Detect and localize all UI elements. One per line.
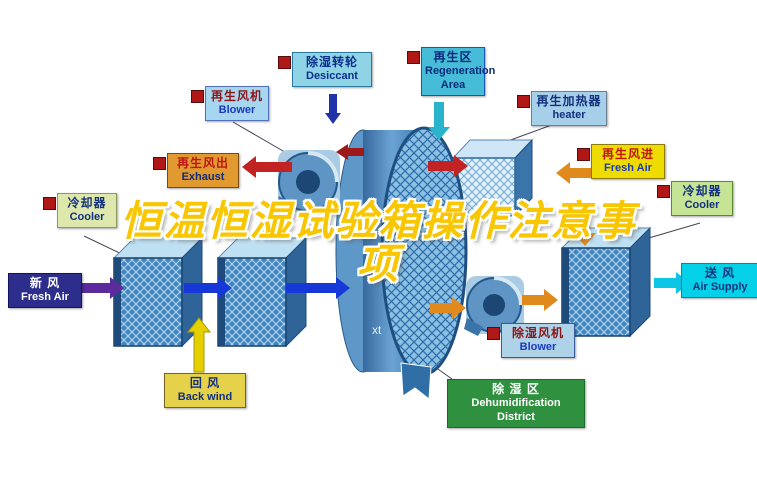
legend-marker-icon <box>407 51 420 64</box>
label-desiccant: 除湿转轮 Desiccant <box>278 52 372 87</box>
regen-fan <box>276 150 340 215</box>
arrow-wheel-to-regen-unit <box>428 155 468 177</box>
arrow-regen-area-down <box>428 102 450 140</box>
label-regen-fresh-air-zh: 再生风进 <box>601 147 654 161</box>
label-exhaust-zh: 再生风出 <box>176 156 229 170</box>
label-dehumid-blower-zh: 除湿风机 <box>511 326 564 340</box>
label-air-supply: 送 风 Air Supply <box>681 263 757 298</box>
arrow-unit2-to-wheel <box>286 277 350 299</box>
arrow-fan-to-unit-right <box>522 289 558 311</box>
legend-marker-icon <box>153 157 166 170</box>
label-regen-blower: 再生风机 Blower <box>191 86 269 121</box>
label-cooler-left-en: Cooler <box>69 211 105 223</box>
label-regen-fresh-air-en: Fresh Air <box>604 162 652 174</box>
arrow-back-wind-up <box>186 317 212 373</box>
label-cooler-right: 冷却器 Cooler <box>657 181 733 216</box>
label-regen-blower-zh: 再生风机 <box>210 89 263 103</box>
label-cooler-left: 冷却器 Cooler <box>43 193 117 228</box>
label-regeneration-area: 再生区 Regeneration Area <box>407 47 496 96</box>
arrow-fresh-air-in <box>76 277 124 299</box>
legend-marker-icon <box>517 95 530 108</box>
label-desiccant-zh: 除湿转轮 <box>305 55 358 69</box>
label-cooler-right-en: Cooler <box>684 199 720 211</box>
label-exhaust-en: Exhaust <box>181 171 225 183</box>
arrow-unit1-to-unit2 <box>184 277 232 299</box>
air-handler-right <box>560 226 652 338</box>
label-fresh-air: 新 风 Fresh Air <box>8 273 82 308</box>
arrow-fresh-air-to-heater <box>556 162 606 184</box>
label-fresh-air-en: Fresh Air <box>21 291 69 303</box>
air-handler-left-1 <box>112 236 204 348</box>
label-desiccant-en: Desiccant <box>306 70 358 82</box>
legend-marker-icon <box>657 185 670 198</box>
label-dehumid-blower-en: Blower <box>519 341 557 353</box>
wheel-ribbon <box>400 362 432 400</box>
label-regen-fresh-air: 再生风进 Fresh Air <box>577 144 665 179</box>
dehumid-fan <box>464 276 524 336</box>
arrow-exhaust-out <box>242 156 292 178</box>
label-back-wind: 回 风 Back wind <box>164 373 246 408</box>
legend-marker-icon <box>43 197 56 210</box>
label-regen-heater: 再生加热器 heater <box>517 91 607 126</box>
air-handler-left-2 <box>216 236 308 348</box>
legend-marker-icon <box>577 148 590 161</box>
label-cooler-right-zh: 冷却器 <box>682 184 722 198</box>
label-regen-blower-en: Blower <box>218 104 256 116</box>
arrow-regen-to-fan <box>336 144 364 160</box>
arrow-wheel-to-dehumid-fan <box>430 297 466 319</box>
legend-marker-icon <box>487 327 500 340</box>
label-exhaust: 再生风出 Exhaust <box>153 153 239 188</box>
label-air-supply-en: Air Supply <box>692 281 748 293</box>
rotary-wheel: xt <box>335 126 468 376</box>
label-cooler-left-zh: 冷却器 <box>67 196 107 210</box>
label-regen-heater-zh: 再生加热器 <box>536 94 602 108</box>
label-air-supply-zh: 送 风 <box>704 266 736 280</box>
label-dehumid-blower: 除湿风机 Blower <box>487 323 575 358</box>
label-regen-heater-en: heater <box>552 109 586 121</box>
label-back-wind-en: Back wind <box>177 391 233 403</box>
legend-marker-icon <box>191 90 204 103</box>
label-regeneration-area-zh: 再生区 <box>433 50 473 64</box>
watermark-text: xt <box>372 323 382 337</box>
label-back-wind-zh: 回 风 <box>189 376 221 390</box>
label-dehumid-district: 除 湿 区 Dehumidification District <box>447 379 585 428</box>
legend-marker-icon <box>278 56 291 69</box>
regen-heater-unit <box>451 138 534 218</box>
label-fresh-air-zh: 新 风 <box>29 276 61 290</box>
label-dehumid-district-zh: 除 湿 区 <box>492 382 540 396</box>
label-dehumid-district-en: Dehumidification District <box>471 397 561 423</box>
arrow-desiccant-down <box>325 94 341 124</box>
label-regeneration-area-en: Regeneration Area <box>425 65 496 91</box>
arrow-heater-to-unit-down <box>574 212 596 246</box>
